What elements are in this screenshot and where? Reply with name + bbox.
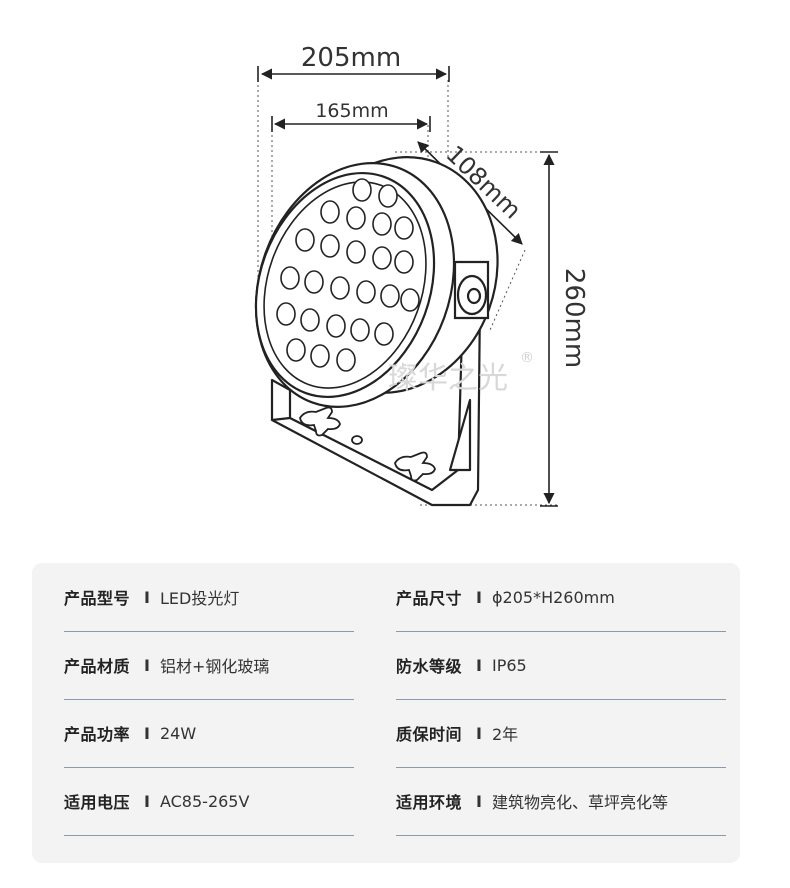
spec-label: 适用环境 xyxy=(396,793,463,812)
led-lens xyxy=(346,240,366,264)
spec-divider xyxy=(64,767,354,768)
led-lens xyxy=(356,280,376,304)
led-lens xyxy=(400,288,420,312)
led-lens xyxy=(276,302,296,326)
spec-material: 产品材质 I 铝材+钢化玻璃 xyxy=(64,631,269,699)
spec-divider xyxy=(396,699,726,700)
led-lens xyxy=(326,314,346,338)
spec-separator: I xyxy=(476,791,482,811)
led-lens xyxy=(378,184,398,208)
spec-power: 产品功率 I 24W xyxy=(64,699,196,767)
spec-environment: 适用环境 I 建筑物亮化、草坪亮化等 xyxy=(396,767,668,835)
led-lens xyxy=(320,200,340,224)
spec-separator: I xyxy=(144,791,150,811)
spec-value: LED投光灯 xyxy=(159,589,240,608)
spec-value: AC85-265V xyxy=(159,791,250,811)
spec-label: 产品材质 xyxy=(64,657,131,676)
spec-value: IP65 xyxy=(491,655,527,675)
bracket-slots xyxy=(299,406,436,482)
spec-separator: I xyxy=(476,655,482,675)
led-lens xyxy=(310,344,330,368)
led-lens xyxy=(374,322,394,346)
led-lens xyxy=(300,308,320,332)
led-lens xyxy=(295,228,315,252)
led-lens xyxy=(394,216,414,240)
led-lens xyxy=(336,348,356,372)
led-lens xyxy=(372,212,392,236)
led-lens xyxy=(352,178,372,202)
led-array xyxy=(276,178,420,372)
spec-voltage: 适用电压 I AC85-265V xyxy=(64,767,249,835)
led-lens xyxy=(330,276,350,300)
spec-model: 产品型号 I LED投光灯 xyxy=(64,563,239,631)
spec-divider xyxy=(64,699,354,700)
led-lens xyxy=(372,246,392,270)
spec-value: 铝材+钢化玻璃 xyxy=(159,657,270,676)
pivot-knob xyxy=(453,260,490,320)
led-lens xyxy=(304,270,324,294)
spec-separator: I xyxy=(144,723,150,743)
spec-value: 24W xyxy=(159,723,197,743)
dim-width-outer: 205mm xyxy=(301,43,401,73)
spec-separator: I xyxy=(144,587,150,607)
spec-label: 防水等级 xyxy=(396,657,463,676)
led-lens xyxy=(394,250,414,274)
led-lens xyxy=(286,338,306,362)
spec-separator: I xyxy=(476,587,482,607)
spec-warranty: 质保时间 I 2年 xyxy=(396,699,518,767)
led-lens xyxy=(280,266,300,290)
spec-separator: I xyxy=(476,723,482,743)
registered-mark: ® xyxy=(520,350,534,366)
led-lens xyxy=(346,206,366,230)
spec-value: ϕ205*H260mm xyxy=(491,587,615,607)
spec-divider xyxy=(396,835,726,836)
dim-width-inner: 165mm xyxy=(315,100,388,122)
spec-value: 建筑物亮化、草坪亮化等 xyxy=(491,793,668,812)
spec-label: 产品功率 xyxy=(64,725,131,744)
led-lens xyxy=(320,234,340,258)
watermark-text: 璨华之光 xyxy=(388,361,508,396)
led-lens xyxy=(380,284,400,308)
spec-divider xyxy=(64,835,354,836)
spec-label: 产品尺寸 xyxy=(396,589,463,608)
dim-height: 260mm xyxy=(559,268,589,368)
spec-divider xyxy=(396,767,726,768)
spec-label: 质保时间 xyxy=(396,725,463,744)
product-dimension-drawing: 205mm 165mm 108mm 260mm 璨华之光 ® xyxy=(254,43,589,507)
spec-label: 产品型号 xyxy=(64,589,131,608)
spec-waterproof: 防水等级 I IP65 xyxy=(396,631,527,699)
led-lens xyxy=(350,318,370,342)
spec-divider xyxy=(396,631,726,632)
spec-separator: I xyxy=(144,655,150,675)
spec-label: 适用电压 xyxy=(64,793,131,812)
spec-value: 2年 xyxy=(491,725,519,744)
spec-divider xyxy=(64,631,354,632)
